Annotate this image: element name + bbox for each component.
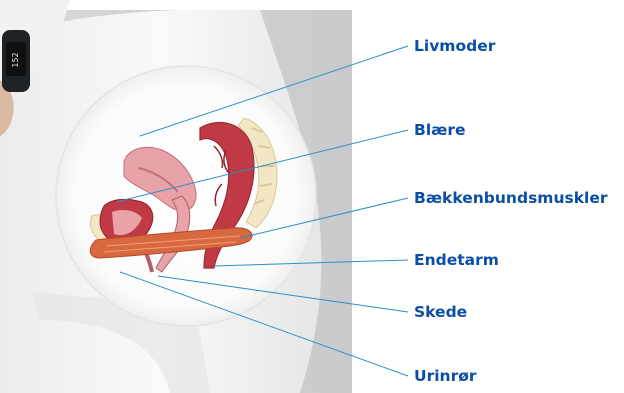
label-urethra: Urinrør (414, 367, 477, 385)
label-pelvic-floor-muscles: Bækkenbundsmuskler (414, 189, 607, 207)
label-bladder: Blære (414, 121, 466, 139)
label-vagina: Skede (414, 303, 467, 321)
label-uterus: Livmoder (414, 37, 495, 55)
label-rectum: Endetarm (414, 251, 499, 269)
watch-display: 152 (11, 52, 20, 67)
wristband-watch: 152 (2, 30, 30, 92)
